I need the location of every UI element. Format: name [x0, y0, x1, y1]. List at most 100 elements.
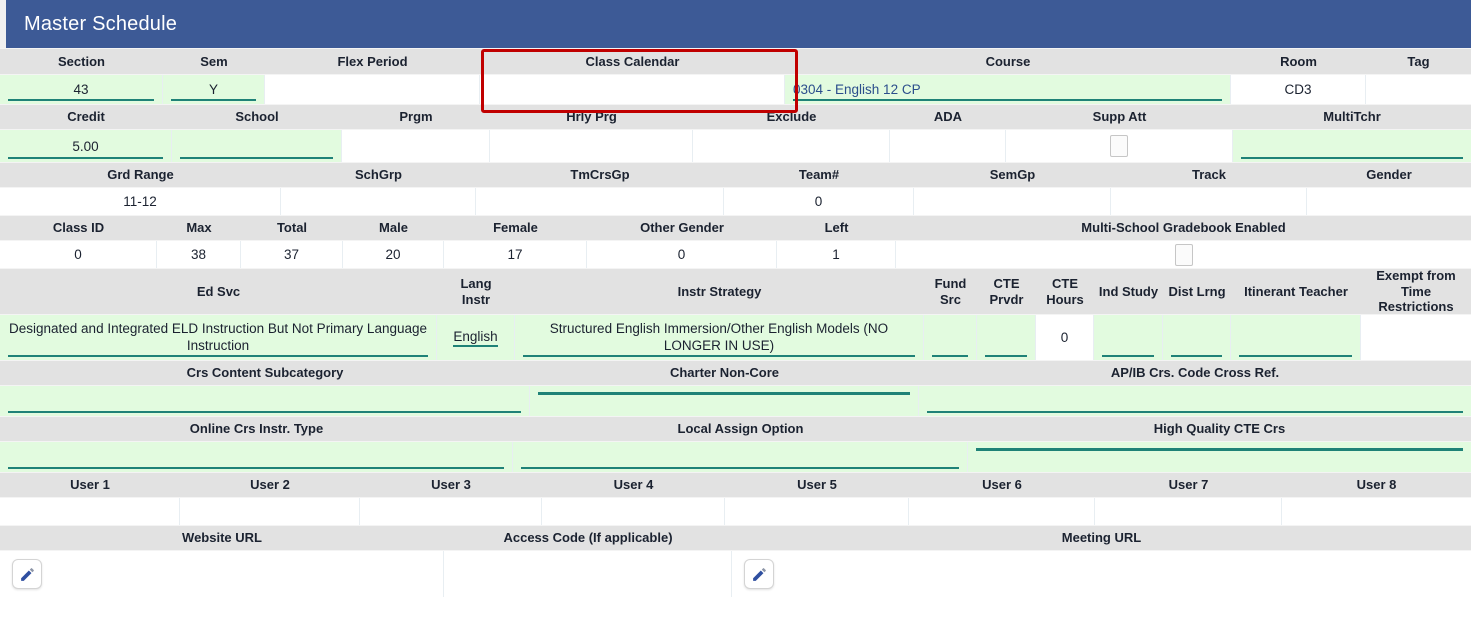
row2-values: 5.00 [0, 130, 1471, 162]
itinerant-teacher-input[interactable] [1231, 315, 1361, 360]
tag-input[interactable] [1366, 75, 1471, 104]
course-input[interactable]: 0304 - English 12 CP [785, 75, 1231, 104]
edit-pencil-icon[interactable] [744, 559, 774, 589]
col-header-track: Track [1192, 167, 1226, 183]
col-header-dist-lrng: Dist Lrng [1168, 283, 1226, 299]
col-header-itinerant-teacher: Itinerant Teacher [1244, 283, 1348, 299]
user-4-input[interactable] [542, 498, 725, 525]
multitchr-input[interactable] [1233, 130, 1471, 162]
col-header-user-3: User 3 [431, 477, 471, 493]
col-header-user-8: User 8 [1356, 477, 1397, 493]
access-code-input[interactable] [444, 551, 732, 597]
checkbox-icon[interactable] [1110, 135, 1128, 157]
row9-header: Website URL Access Code (If applicable) … [0, 525, 1471, 551]
user-2-input[interactable] [180, 498, 360, 525]
school-input[interactable] [172, 130, 342, 162]
team-num-input[interactable]: 0 [724, 188, 914, 215]
female-value: 17 [444, 241, 587, 268]
semgp-input[interactable] [914, 188, 1111, 215]
ada-input[interactable] [890, 130, 1006, 162]
user-5-input[interactable] [725, 498, 909, 525]
col-header-semgp: SemGp [989, 167, 1036, 183]
male-value: 20 [343, 241, 444, 268]
gender-input[interactable] [1307, 188, 1471, 215]
col-header-multitchr: MultiTchr [1323, 109, 1381, 125]
flex-period-input[interactable] [265, 75, 480, 104]
crs-content-subcategory-input[interactable] [0, 386, 530, 416]
col-header-tag: Tag [1407, 53, 1430, 69]
user-1-input[interactable] [0, 498, 180, 525]
cte-hours-input[interactable]: 0 [1036, 315, 1094, 360]
row3-values: 11-12 0 [0, 188, 1471, 215]
col-header-total: Total [276, 220, 308, 236]
class-calendar-input[interactable] [480, 75, 785, 104]
edit-pencil-icon[interactable] [12, 559, 42, 589]
dist-lrng-input[interactable] [1163, 315, 1231, 360]
charter-non-core-input[interactable] [530, 386, 919, 416]
room-input[interactable]: CD3 [1231, 75, 1366, 104]
col-header-lang-instr: Lang Instr [460, 275, 492, 307]
exclude-input[interactable] [693, 130, 890, 162]
col-header-user-5: User 5 [797, 477, 837, 493]
supp-att-checkbox[interactable] [1006, 130, 1233, 162]
col-header-cte-prvdr: CTE Prvdr [989, 275, 1024, 307]
section-input[interactable]: 43 [0, 75, 163, 104]
col-header-male: Male [379, 220, 408, 236]
col-header-schgrp: SchGrp [355, 167, 402, 183]
user-6-input[interactable] [909, 498, 1095, 525]
col-header-exclude: Exclude [766, 109, 817, 125]
prgm-input[interactable] [342, 130, 490, 162]
row4-header: Class ID Max Total Male Female Other Gen… [0, 215, 1471, 241]
user-3-input[interactable] [360, 498, 542, 525]
col-header-website-url: Website URL [182, 530, 262, 546]
col-header-class-calendar: Class Calendar [585, 53, 680, 69]
col-header-ed-svc: Ed Svc [196, 283, 241, 299]
website-url-input[interactable] [0, 551, 444, 597]
checkbox-icon[interactable] [1174, 243, 1193, 266]
col-header-user-1: User 1 [70, 477, 110, 493]
col-header-supp-att: Supp Att [1092, 109, 1147, 125]
lang-instr-input[interactable]: English [437, 315, 515, 360]
local-assign-option-input[interactable] [513, 442, 968, 472]
col-header-gender: Gender [1366, 167, 1412, 183]
col-header-max: Max [186, 220, 212, 236]
meeting-url-input[interactable] [732, 551, 1471, 597]
tmcrsgp-input[interactable] [476, 188, 724, 215]
col-header-user-4: User 4 [613, 477, 654, 493]
row6-header: Crs Content Subcategory Charter Non-Core… [0, 360, 1471, 386]
col-header-high-quality-cte-crs: High Quality CTE Crs [1153, 421, 1286, 437]
col-header-other-gender: Other Gender [640, 220, 724, 236]
row6-values [0, 386, 1471, 416]
online-crs-instr-type-input[interactable] [0, 442, 513, 472]
track-input[interactable] [1111, 188, 1307, 215]
hrly-prg-input[interactable] [490, 130, 693, 162]
sem-input[interactable]: Y [163, 75, 265, 104]
ed-svc-input[interactable]: Designated and Integrated ELD Instructio… [0, 315, 437, 360]
instr-strategy-input[interactable]: Structured English Immersion/Other Engli… [515, 315, 924, 360]
fund-src-input[interactable] [924, 315, 977, 360]
multi-school-gradebook-checkbox[interactable] [896, 241, 1471, 268]
grd-range-input[interactable]: 11-12 [0, 188, 281, 215]
apib-cross-ref-input[interactable] [919, 386, 1471, 416]
col-header-flex-period: Flex Period [337, 53, 408, 69]
col-header-room: Room [1280, 53, 1317, 69]
cte-prvdr-input[interactable] [977, 315, 1036, 360]
ind-study-input[interactable] [1094, 315, 1163, 360]
col-header-cte-hours: CTE Hours [1046, 275, 1084, 307]
col-header-class-id: Class ID [52, 220, 105, 236]
user-8-input[interactable] [1282, 498, 1471, 525]
schgrp-input[interactable] [281, 188, 476, 215]
high-quality-cte-crs-input[interactable] [968, 442, 1471, 472]
max-input[interactable]: 38 [157, 241, 241, 268]
col-header-tmcrsgp: TmCrsGp [570, 167, 630, 183]
row1-values: 43 Y 0304 - English 12 CP CD3 [0, 75, 1471, 104]
credit-input[interactable]: 5.00 [0, 130, 172, 162]
user-7-input[interactable] [1095, 498, 1282, 525]
col-header-instr-strategy: Instr Strategy [677, 283, 762, 299]
col-header-exempt-time-restrictions: Exempt from Time Restrictions [1376, 267, 1456, 315]
col-header-crs-content-subcategory: Crs Content Subcategory [186, 365, 344, 381]
col-header-credit: Credit [67, 109, 105, 125]
col-header-prgm: Prgm [399, 109, 433, 125]
class-id-value: 0 [0, 241, 157, 268]
exempt-time-restrictions-input[interactable] [1361, 315, 1471, 360]
